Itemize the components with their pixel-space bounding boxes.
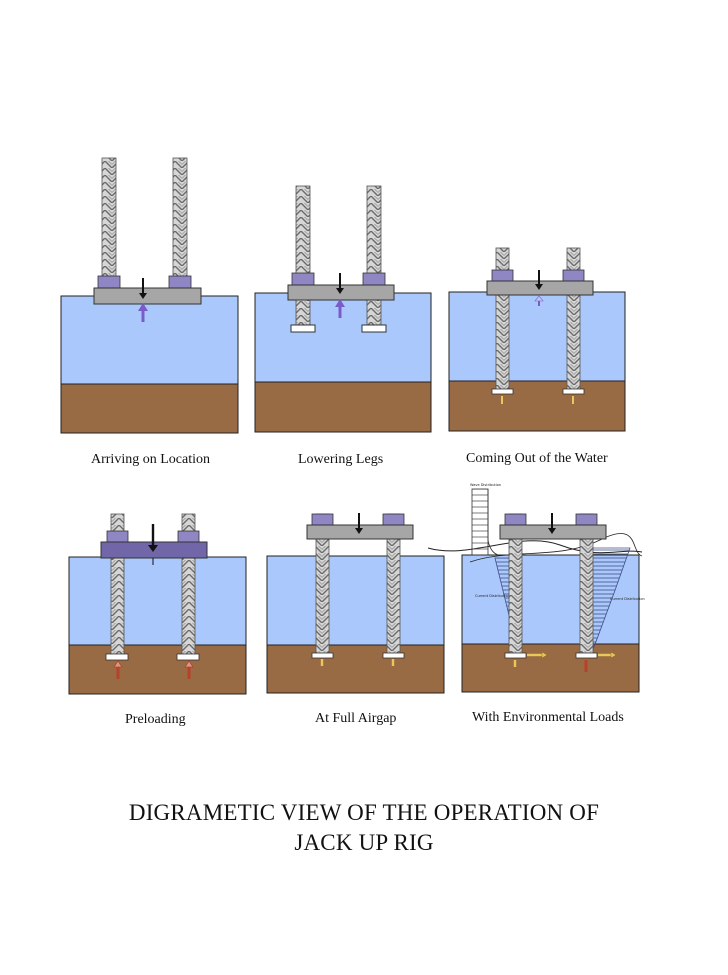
seabed bbox=[60, 383, 239, 434]
leg-guide-left bbox=[504, 513, 527, 526]
reaction-arrowhead-left bbox=[113, 660, 123, 668]
current-distribution-label-right: Current Distribution bbox=[610, 597, 645, 601]
leg-right bbox=[566, 247, 581, 391]
panel-coming-out bbox=[448, 247, 626, 432]
weight-arrowhead bbox=[139, 293, 147, 299]
buoyancy-arrowhead bbox=[534, 295, 544, 302]
panel-preloading bbox=[68, 513, 247, 695]
seabed bbox=[448, 380, 626, 432]
spudcan-right bbox=[361, 324, 387, 333]
leg-guide-left bbox=[106, 530, 129, 543]
leg-guide-right bbox=[177, 530, 200, 543]
leg-guide-left bbox=[291, 272, 315, 286]
preload-weight-arrowhead bbox=[148, 545, 158, 552]
water bbox=[68, 556, 247, 646]
reaction-arrowhead-right bbox=[184, 660, 194, 668]
spudcan-left bbox=[311, 652, 334, 659]
panel-arriving bbox=[60, 157, 239, 434]
wave-line-2 bbox=[469, 533, 643, 563]
leg-right bbox=[366, 185, 382, 327]
weight-arrowhead bbox=[355, 528, 363, 534]
panel-lowering bbox=[254, 185, 432, 433]
current-wedge-right bbox=[587, 547, 631, 653]
leg-guide-left bbox=[97, 275, 121, 289]
caption-full-airgap: At Full Airgap bbox=[315, 711, 397, 726]
water bbox=[60, 295, 239, 385]
title-line-1: DIGRAMETIC VIEW OF THE OPERATION OF bbox=[128, 800, 600, 825]
panel-environmental: Wave Distribution Current Distribution C… bbox=[427, 483, 645, 693]
leg-guide-right bbox=[575, 513, 598, 526]
spudcan-left bbox=[491, 388, 514, 395]
wave-distribution-curve bbox=[487, 489, 499, 556]
hull bbox=[93, 287, 202, 305]
horizontal-reaction-arrowhead-right bbox=[610, 651, 617, 659]
page-title: DIGRAMETIC VIEW OF THE OPERATION OF JACK… bbox=[0, 798, 728, 858]
spudcan-right bbox=[382, 652, 405, 659]
wave-distribution-label: Wave Distribution bbox=[470, 483, 501, 487]
spudcan-right bbox=[562, 388, 585, 395]
weight-arrowhead bbox=[548, 528, 556, 534]
seabed bbox=[254, 381, 432, 433]
leg-guide-right bbox=[382, 513, 405, 526]
leg-guide-right bbox=[168, 275, 192, 289]
spudcan-left bbox=[290, 324, 316, 333]
caption-lowering: Lowering Legs bbox=[298, 452, 384, 467]
leg-left bbox=[495, 247, 510, 391]
leg-guide-right bbox=[562, 269, 585, 282]
caption-environmental: With Environmental Loads bbox=[472, 710, 624, 725]
seabed bbox=[461, 643, 640, 693]
title-line-2: JACK UP RIG bbox=[294, 830, 434, 855]
weight-arrowhead bbox=[336, 288, 344, 294]
leg-guide-left bbox=[491, 269, 514, 282]
panel-full-airgap bbox=[266, 513, 445, 694]
water bbox=[448, 291, 626, 382]
water bbox=[266, 555, 445, 646]
leg-left bbox=[295, 185, 311, 327]
wave-distribution-box bbox=[471, 488, 489, 556]
horizontal-reaction-arrowhead-left bbox=[541, 651, 548, 659]
seabed bbox=[68, 644, 247, 695]
seabed bbox=[266, 644, 445, 694]
buoyancy-arrowhead bbox=[335, 299, 345, 307]
spudcan-left bbox=[504, 652, 527, 659]
water bbox=[254, 292, 432, 383]
leg-guide-left bbox=[311, 513, 334, 526]
caption-arriving: Arriving on Location bbox=[91, 452, 210, 467]
leg-left bbox=[101, 157, 117, 289]
leg-guide-right bbox=[362, 272, 386, 286]
leg-right bbox=[172, 157, 188, 289]
caption-coming-out: Coming Out of the Water bbox=[466, 451, 608, 466]
buoyancy-arrowhead bbox=[138, 303, 148, 311]
current-distribution-label-left: Current Distribution bbox=[475, 594, 510, 598]
spudcan-left bbox=[105, 653, 129, 661]
spudcan-right bbox=[575, 652, 598, 659]
weight-arrowhead bbox=[535, 284, 543, 290]
caption-preloading: Preloading bbox=[125, 712, 186, 727]
spudcan-right bbox=[176, 653, 200, 661]
